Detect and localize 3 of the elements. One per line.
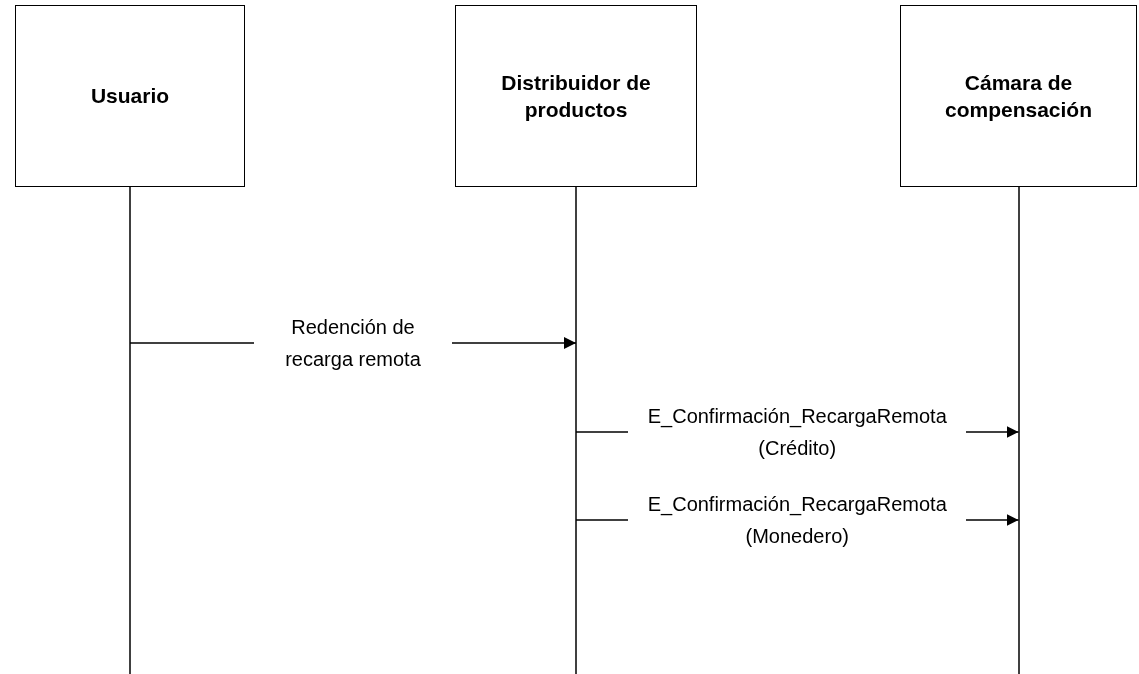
participant-name: Usuario: [90, 83, 170, 110]
participant-name: Cámara de compensación: [943, 69, 1093, 123]
participant-name: Distribuidor de productos: [500, 69, 652, 123]
